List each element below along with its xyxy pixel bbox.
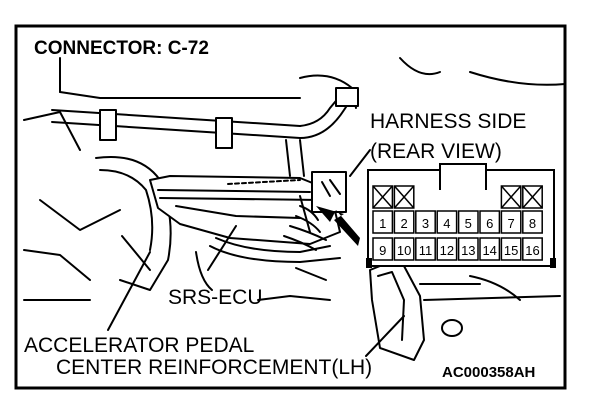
connector-arrow <box>316 206 360 246</box>
pin-cell: 4 <box>436 210 458 234</box>
pin-cell: 8 <box>522 210 543 234</box>
harness-side-label: HARNESS SIDE <box>370 110 526 133</box>
pin-number: 7 <box>507 216 514 231</box>
blank-pin-cavity <box>393 185 415 209</box>
center-reinforcement-label: CENTER REINFORCEMENT(LH) <box>56 356 372 379</box>
pin-cell: 2 <box>393 210 415 234</box>
pin-cell: 14 <box>479 237 501 261</box>
pin-number: 13 <box>461 243 475 258</box>
vehicle-illustration <box>23 57 566 361</box>
pin-number: 11 <box>419 243 433 258</box>
pin-cell: 10 <box>393 237 415 261</box>
pin-cell: 16 <box>522 237 543 261</box>
pin-number: 14 <box>482 243 496 258</box>
pin-number: 8 <box>529 216 536 231</box>
pin-cell: 12 <box>436 237 458 261</box>
pin-cell: 9 <box>372 237 394 261</box>
pin-number: 4 <box>443 216 450 231</box>
pin-number: 15 <box>504 243 518 258</box>
pin-cell: 6 <box>479 210 501 234</box>
blank-pin-cavity <box>522 185 543 209</box>
connector-title: CONNECTOR: C-72 <box>34 38 209 59</box>
figure-code: AC000358AH <box>442 364 535 381</box>
rear-view-label: (REAR VIEW) <box>370 140 502 163</box>
pin-number: 2 <box>400 216 407 231</box>
pin-number: 10 <box>397 243 411 258</box>
accelerator-pedal-label: ACCELERATOR PEDAL <box>24 334 254 357</box>
srs-ecu-label: SRS-ECU <box>168 286 263 309</box>
pin-cell: 5 <box>457 210 479 234</box>
pin-number: 6 <box>486 216 493 231</box>
pin-number: 3 <box>422 216 429 231</box>
pin-cell: 15 <box>500 237 522 261</box>
pin-number: 9 <box>379 243 386 258</box>
pin-number: 16 <box>525 243 539 258</box>
frame <box>14 24 567 390</box>
pin-cell: 7 <box>500 210 522 234</box>
pin-number: 1 <box>379 216 386 231</box>
pin-cell: 11 <box>415 237 436 261</box>
pin-number: 12 <box>440 243 454 258</box>
pin-number: 5 <box>465 216 472 231</box>
blank-pin-cavity <box>500 185 522 209</box>
pin-cell: 3 <box>415 210 436 234</box>
pin-cell: 13 <box>457 237 479 261</box>
blank-pin-cavity <box>372 185 394 209</box>
pin-cell: 1 <box>372 210 394 234</box>
